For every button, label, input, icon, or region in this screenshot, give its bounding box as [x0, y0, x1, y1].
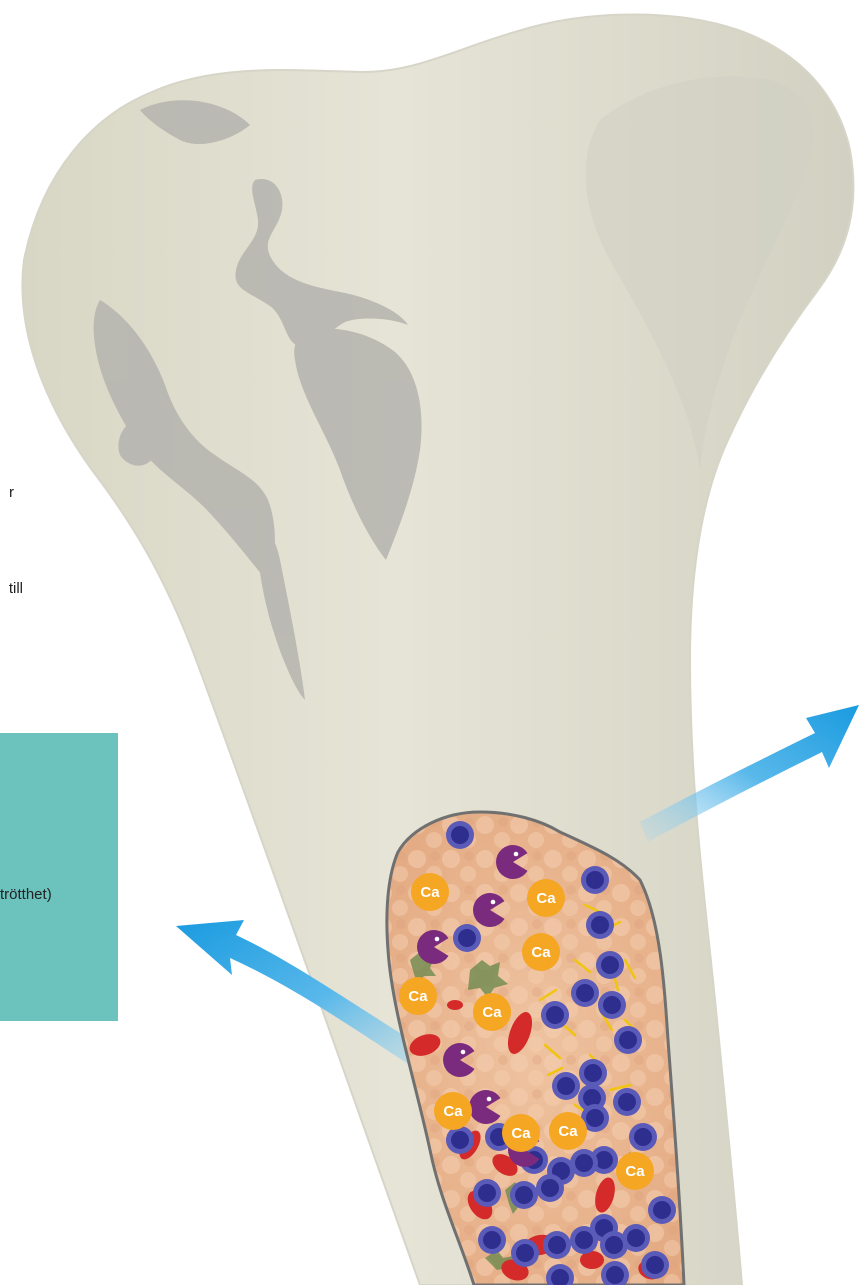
myeloma-cell-icon: [541, 1001, 569, 1029]
text-fragment-2: till: [0, 580, 23, 598]
calcium-label: Ca: [536, 890, 556, 907]
teal-box-text: trötthet): [0, 733, 118, 1021]
myeloma-cell-icon: [543, 1231, 571, 1259]
teal-box-text-line: trötthet): [0, 886, 52, 904]
calcium-ion-icon: Ca: [434, 1092, 472, 1130]
calcium-ion-icon: Ca: [502, 1114, 540, 1152]
calcium-label: Ca: [531, 944, 551, 961]
red-blood-cell-icon: [447, 1000, 463, 1010]
myeloma-cell-icon: [478, 1226, 506, 1254]
myeloma-cell-icon: [552, 1072, 580, 1100]
calcium-label: Ca: [408, 988, 428, 1005]
myeloma-cell-icon: [453, 924, 481, 952]
myeloma-cell-icon: [510, 1181, 538, 1209]
calcium-label: Ca: [443, 1103, 463, 1120]
calcium-label: Ca: [420, 884, 440, 901]
calcium-ion-icon: Ca: [411, 873, 449, 911]
calcium-label: Ca: [558, 1123, 578, 1140]
calcium-ion-icon: Ca: [399, 977, 437, 1015]
text-fragment-1: r: [0, 484, 14, 502]
myeloma-cell-icon: [648, 1196, 676, 1224]
calcium-ion-icon: Ca: [473, 993, 511, 1031]
myeloma-cell-icon: [511, 1239, 539, 1267]
myeloma-cell-icon: [579, 1059, 607, 1087]
myeloma-cell-icon: [570, 1149, 598, 1177]
myeloma-cell-icon: [598, 991, 626, 1019]
myeloma-cell-icon: [571, 979, 599, 1007]
myeloma-cell-icon: [622, 1224, 650, 1252]
myeloma-cell-icon: [446, 1126, 474, 1154]
myeloma-cell-icon: [446, 821, 474, 849]
myeloma-cell-icon: [586, 911, 614, 939]
myeloma-cell-icon: [536, 1174, 564, 1202]
calcium-label: Ca: [482, 1004, 502, 1021]
myeloma-cell-icon: [596, 951, 624, 979]
myeloma-cell-icon: [613, 1088, 641, 1116]
myeloma-cell-icon: [614, 1026, 642, 1054]
myeloma-cell-icon: [641, 1251, 669, 1279]
calcium-ion-icon: Ca: [616, 1152, 654, 1190]
calcium-label: Ca: [625, 1163, 645, 1180]
calcium-label: Ca: [511, 1125, 531, 1142]
myeloma-cell-icon: [473, 1179, 501, 1207]
calcium-ion-icon: Ca: [527, 879, 565, 917]
myeloma-cell-icon: [629, 1123, 657, 1151]
calcium-ion-icon: Ca: [522, 933, 560, 971]
calcium-ion-icon: Ca: [549, 1112, 587, 1150]
myeloma-cell-icon: [581, 866, 609, 894]
